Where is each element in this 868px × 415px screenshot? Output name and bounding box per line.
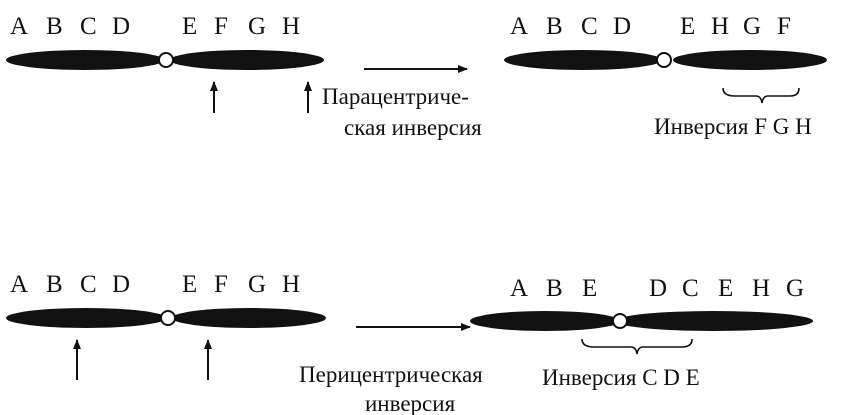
chromosome-arm-left: [470, 311, 620, 331]
chromosome-arm-left: [6, 308, 166, 328]
gene-label: E: [182, 13, 197, 40]
process-label-line2: инверсия: [365, 391, 456, 415]
gene-label: F: [777, 13, 791, 40]
gene-label: D: [112, 13, 130, 40]
gene-label: C: [80, 13, 97, 40]
inversion-label: Инверсия F G H: [654, 114, 812, 139]
chromosome-arm-right: [172, 308, 326, 328]
gene-label: G: [786, 275, 804, 302]
gene-label: B: [546, 13, 563, 40]
gene-label: A: [10, 13, 28, 40]
bottom-process: Перицентрическая инверсия: [299, 323, 483, 415]
gene-label: D: [613, 13, 631, 40]
gene-label: H: [752, 275, 770, 302]
gene-label: C: [682, 275, 699, 302]
gene-label: B: [46, 13, 63, 40]
bottom-inverted-chromosome: A B E D C E H G Инверсия C D E: [470, 275, 813, 390]
gene-label: G: [743, 13, 761, 40]
centromere: [612, 313, 628, 329]
process-label-line1: Перицентрическая: [299, 362, 483, 387]
gene-label: C: [80, 271, 97, 298]
gene-label: E: [680, 13, 695, 40]
centromere: [160, 310, 176, 326]
process-label-line2: ская инверсия: [344, 115, 482, 140]
gene-label: A: [10, 271, 28, 298]
gene-label: G: [248, 13, 266, 40]
gene-label: A: [510, 13, 528, 40]
gene-label: F: [214, 271, 228, 298]
chromosome-arm-right: [170, 50, 324, 70]
process-label-line1: Парацентриче-: [322, 84, 469, 109]
top-inverted-chromosome: A B C D E H G F Инверсия F G H: [504, 13, 827, 139]
gene-label: G: [248, 271, 266, 298]
chromosome-arm-right: [673, 50, 827, 70]
inversion-brace: [581, 338, 693, 355]
chromosome-arm-left: [504, 50, 662, 70]
gene-label: E: [182, 271, 197, 298]
gene-label: A: [510, 275, 528, 302]
gene-label: D: [112, 271, 130, 298]
gene-label: B: [46, 271, 63, 298]
centromere: [158, 52, 174, 68]
chromosome-arm-left: [6, 50, 164, 70]
gene-label: F: [214, 13, 228, 40]
centromere: [656, 52, 672, 68]
gene-label: D: [649, 275, 667, 302]
chromosome-arm-right: [615, 311, 813, 331]
gene-label: E: [718, 275, 733, 302]
gene-label: B: [546, 275, 563, 302]
inversion-label: Инверсия C D E: [542, 365, 700, 390]
top-original-chromosome: A B C D E F G H: [6, 13, 324, 113]
gene-label: H: [282, 271, 300, 298]
gene-label: H: [711, 13, 729, 40]
top-process: Парацентриче- ская инверсия: [322, 65, 482, 140]
gene-label: H: [282, 13, 300, 40]
bottom-original-chromosome: A B C D E F G H: [6, 271, 326, 380]
inversion-brace: [722, 87, 800, 104]
gene-label: E: [582, 275, 597, 302]
gene-label: C: [581, 13, 598, 40]
